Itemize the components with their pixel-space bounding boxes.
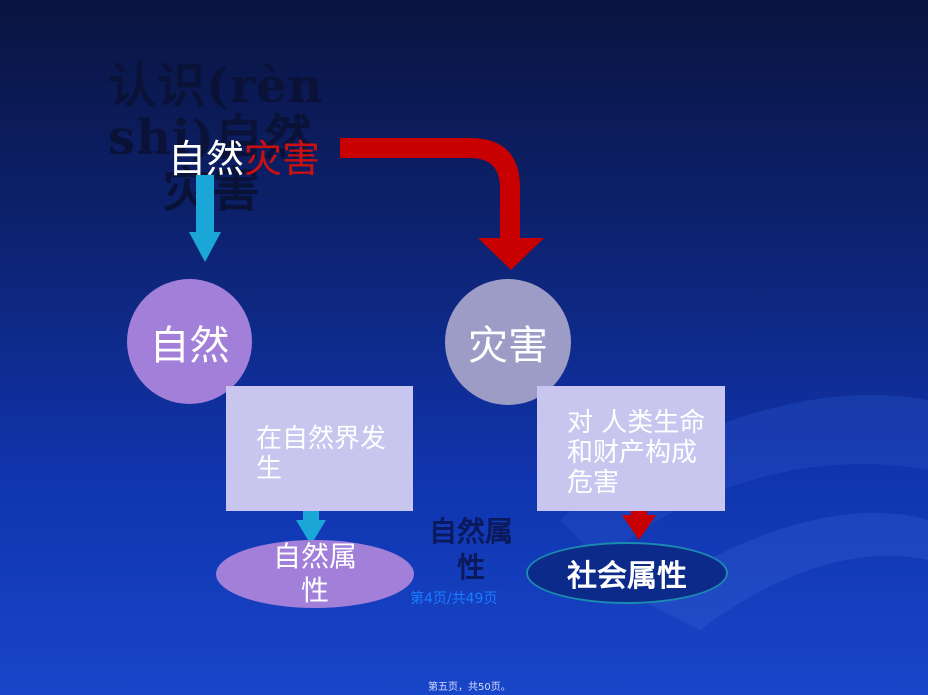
shadow-label: 自然属性	[428, 515, 513, 584]
blue-arrow-top	[189, 175, 221, 262]
red-bent-arrow	[340, 138, 544, 270]
circle-disaster: 灾害	[445, 279, 571, 405]
circle-nature: 自然	[127, 279, 252, 404]
oval-natural-attribute: 自然属性	[216, 540, 414, 608]
title-line-1: 认识(rèn	[108, 58, 324, 114]
box-disaster-description: 对 人类生命和财产构成危害	[537, 386, 725, 511]
box-nature-description: 在自然界发生	[226, 386, 413, 511]
headline-part-1: 自然	[168, 137, 245, 181]
title-line-2: shi)自然	[108, 110, 313, 166]
oval-natural-attribute-text: 自然属性	[272, 540, 357, 607]
headline-part-2: 灾害	[244, 137, 321, 181]
page-number-label: 第4页/共49页	[410, 591, 498, 607]
footer-page-text: 第五页，共50页。	[428, 682, 511, 693]
headline: 自然灾害	[168, 128, 320, 183]
slide-title-shadow: 认识(rèn shi)自然 灾害	[108, 60, 338, 216]
oval-social-attribute: 社会属性	[526, 542, 728, 604]
